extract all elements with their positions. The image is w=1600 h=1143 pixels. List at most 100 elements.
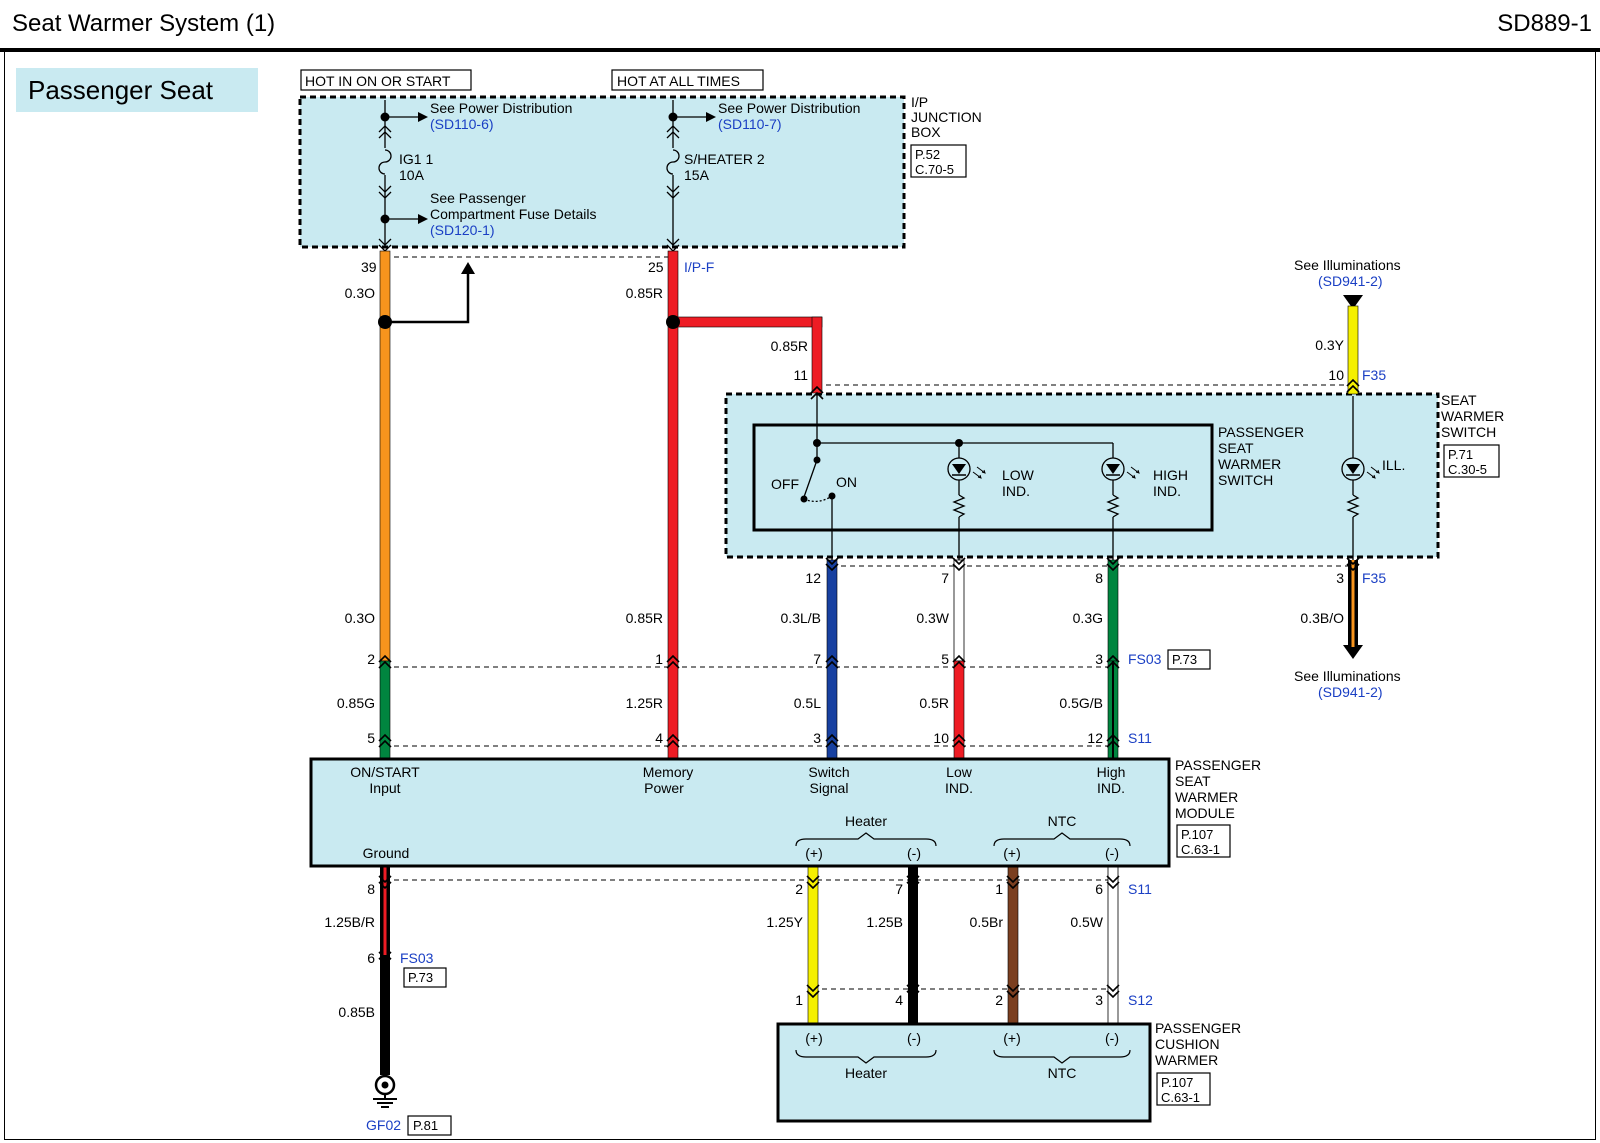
wire-white-low xyxy=(953,559,965,662)
f35-bottom: F35 xyxy=(1362,570,1386,586)
pin-1-s11b: 1 xyxy=(995,881,1003,897)
hot-all-times-box xyxy=(611,69,764,91)
wire-label-03Y: 0.3Y xyxy=(1315,337,1344,353)
switch-junction-dot xyxy=(813,439,821,447)
ref-sd120-1: (SD120-1) xyxy=(430,222,495,238)
wire-green-high xyxy=(1107,559,1119,662)
cushion-ntc-brace xyxy=(993,1049,1131,1064)
pin-12-switch: 12 xyxy=(805,570,821,586)
high-ind-label-1: HIGH xyxy=(1153,467,1188,483)
inner-label-1: PASSENGER xyxy=(1218,424,1304,440)
wire-brown-ntc xyxy=(1007,865,1019,1025)
module-page: P.107 xyxy=(1181,827,1213,842)
gf02-ref-box xyxy=(407,1115,452,1136)
wire-yellow-heater xyxy=(807,865,819,1025)
section-label: Passenger Seat xyxy=(16,68,258,112)
cushion-conn: C.63-1 xyxy=(1161,1090,1200,1105)
wire-label-05GB: 0.5G/B xyxy=(1059,695,1103,711)
fs03-ref-box-bottom xyxy=(403,967,447,988)
wire-label-03W: 0.3W xyxy=(916,610,949,626)
inner-label-2: SEAT xyxy=(1218,440,1254,456)
see-power-dist-2: See Power Distribution xyxy=(718,100,860,116)
cushion-ntc-minus: (-) xyxy=(1105,1030,1119,1046)
pin-11: 11 xyxy=(793,367,808,383)
sws-label-3: SWITCH xyxy=(1441,424,1496,440)
switch-pivot xyxy=(813,456,821,464)
module-ntc-plus: (+) xyxy=(1003,845,1021,861)
pin-10-s11: 10 xyxy=(933,730,949,746)
s11-label-bottom: S11 xyxy=(1128,881,1152,897)
jb-label-1: I/P xyxy=(911,94,928,110)
wire-black-ground xyxy=(380,955,390,1075)
s11-label-top: S11 xyxy=(1128,730,1152,746)
switch-off-label: OFF xyxy=(771,476,799,492)
pin-3-s11: 3 xyxy=(813,730,821,746)
module-switch-2: Signal xyxy=(810,780,849,796)
wire-black-heater xyxy=(908,866,918,1024)
cushion-heater-plus: (+) xyxy=(805,1030,823,1046)
ill-label: ILL. xyxy=(1382,457,1405,473)
diagram-code: SD889-1 xyxy=(1497,10,1592,37)
module-label-3: WARMER xyxy=(1175,789,1238,805)
gf02-label: GF02 xyxy=(366,1117,401,1133)
see-passenger-1: See Passenger xyxy=(430,190,526,206)
cushion-ref-box xyxy=(1156,1072,1211,1106)
cushion-warmer-box xyxy=(776,1022,1152,1123)
pin-3-fs03: 3 xyxy=(1095,651,1103,667)
pin-5-fs03: 5 xyxy=(941,651,949,667)
sws-ref-box xyxy=(1443,444,1500,478)
pin-10-f35: 10 xyxy=(1328,367,1344,383)
pin-3-switch: 3 xyxy=(1336,570,1344,586)
wire-label-125Y: 1.25Y xyxy=(766,914,803,930)
illum-bottom-arrow xyxy=(1343,645,1363,659)
wire-label-03LB: 0.3L/B xyxy=(781,610,821,626)
pin-1-fs03: 1 xyxy=(655,651,663,667)
passenger-switch-inner-box xyxy=(752,423,1214,532)
jb-conn: C.70-5 xyxy=(915,162,954,177)
jb-label-3: BOX xyxy=(911,124,941,140)
wire-orange xyxy=(379,250,391,662)
module-label-4: MODULE xyxy=(1175,805,1235,821)
s12-label: S12 xyxy=(1128,992,1153,1008)
module-high-2: IND. xyxy=(1097,780,1125,796)
wire-label-05Br: 0.5Br xyxy=(970,914,1004,930)
cushion-label-2: CUSHION xyxy=(1155,1036,1220,1052)
splice-sheater-top xyxy=(668,112,678,122)
wires xyxy=(379,250,1359,1075)
switch-on-label: ON xyxy=(836,474,857,490)
switch-on-contact xyxy=(828,492,836,500)
ground-icon xyxy=(373,1074,397,1108)
pin-5-s11: 5 xyxy=(367,730,375,746)
wire-label-05L: 0.5L xyxy=(794,695,821,711)
pin-2-s12: 2 xyxy=(995,992,1003,1008)
cushion-ntc-plus: (+) xyxy=(1003,1030,1021,1046)
see-illum-bottom: See Illuminations xyxy=(1294,668,1401,684)
switch-off-contact xyxy=(800,495,808,503)
wire-label-03G: 0.3G xyxy=(1073,610,1103,626)
gf02-page: P.81 xyxy=(413,1118,438,1133)
hot-on-start-box xyxy=(300,69,472,91)
low-ind-led-icon xyxy=(947,457,986,481)
module-memory-1: Memory xyxy=(643,764,694,780)
module-ground: Ground xyxy=(363,845,410,861)
module-ntc-minus: (-) xyxy=(1105,845,1119,861)
jb-page: P.52 xyxy=(915,147,940,162)
illum-ref-top: (SD941-2) xyxy=(1318,273,1383,289)
wire-label-085B: 0.85B xyxy=(338,1004,375,1020)
wire-label-125BR: 1.25B/R xyxy=(324,914,375,930)
fs03-label-bottom: FS03 xyxy=(400,950,434,966)
cushion-page: P.107 xyxy=(1161,1075,1193,1090)
splice-red xyxy=(666,315,680,329)
splice-feed-arrow xyxy=(461,262,475,274)
jb-label-2: JUNCTION xyxy=(911,109,982,125)
fuse1-name: IG1 1 xyxy=(399,151,433,167)
wire-label-085R-top: 0.85R xyxy=(626,285,663,301)
wire-label-125B: 1.25B xyxy=(866,914,903,930)
pin-6-fs03: 6 xyxy=(367,950,375,966)
module-high-1: High xyxy=(1097,764,1126,780)
pin-6-s11b: 6 xyxy=(1095,881,1103,897)
wire-label-05W: 0.5W xyxy=(1070,914,1103,930)
cushion-label-3: WARMER xyxy=(1155,1052,1218,1068)
module-ntc-brace xyxy=(993,832,1131,847)
